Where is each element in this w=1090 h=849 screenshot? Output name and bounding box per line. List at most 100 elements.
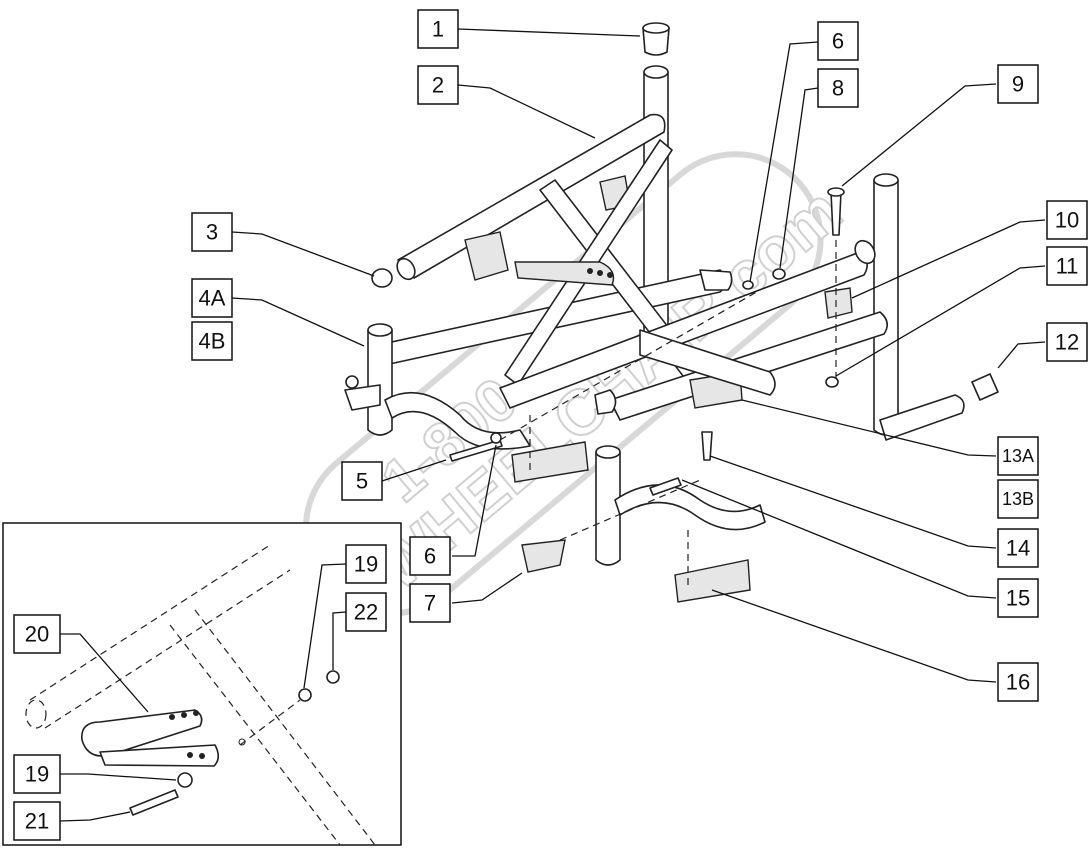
pin-15 bbox=[649, 477, 682, 496]
leader-9 bbox=[841, 83, 997, 187]
svg-text:20: 20 bbox=[25, 622, 49, 647]
leader-1 bbox=[457, 28, 641, 37]
bracket-hole-1 bbox=[587, 268, 593, 274]
washer-front bbox=[490, 432, 502, 444]
leader-5 bbox=[381, 459, 447, 482]
leader-2 bbox=[457, 84, 596, 139]
svg-text:13A: 13A bbox=[1002, 446, 1034, 466]
svg-text:3: 3 bbox=[206, 220, 218, 245]
callout-1: 1 bbox=[417, 9, 459, 49]
callout-21: 21 bbox=[13, 801, 61, 841]
caster-bracket bbox=[521, 539, 566, 573]
inset-bolt bbox=[129, 789, 179, 816]
small-parts bbox=[371, 22, 999, 603]
callout-3: 3 bbox=[191, 212, 233, 252]
svg-text:2: 2 bbox=[432, 73, 444, 98]
svg-text:10: 10 bbox=[1055, 208, 1079, 233]
caster-pin bbox=[345, 375, 359, 389]
left-front-post bbox=[367, 329, 393, 436]
leader-4a bbox=[231, 297, 365, 347]
leader-7 bbox=[451, 572, 523, 604]
svg-text:16: 16 bbox=[1006, 670, 1030, 695]
callout-7: 7 bbox=[409, 583, 451, 623]
axle-tube bbox=[879, 394, 965, 441]
leader-13a bbox=[741, 399, 997, 457]
assembly-line-6 bbox=[499, 289, 761, 441]
inset-dashed-rail bbox=[29, 544, 291, 729]
callout-5: 5 bbox=[341, 461, 383, 501]
inset-hole-4 bbox=[187, 752, 193, 758]
inset-hole-3 bbox=[193, 710, 199, 716]
armrest-socket-left bbox=[464, 231, 509, 281]
inset-bracket-upper bbox=[81, 709, 203, 757]
svg-text:7: 7 bbox=[424, 591, 436, 616]
leader-19b bbox=[60, 773, 177, 781]
post-cap-top bbox=[642, 22, 670, 34]
svg-text:6: 6 bbox=[832, 29, 844, 54]
callout-11: 11 bbox=[1046, 246, 1088, 286]
leader-lines bbox=[59, 28, 1046, 822]
footplate-left bbox=[511, 441, 589, 483]
anti-tip-bracket bbox=[514, 261, 615, 286]
left-rear-post-top bbox=[643, 65, 669, 79]
leader-11 bbox=[835, 265, 1046, 377]
vertical-bolt bbox=[830, 191, 842, 236]
right-front-post bbox=[595, 451, 621, 566]
right-cross-tube bbox=[639, 329, 776, 396]
right-front-post-top bbox=[595, 445, 621, 459]
callout-19-upper: 19 bbox=[345, 544, 387, 584]
svg-text:14: 14 bbox=[1006, 536, 1030, 561]
leader-10 bbox=[851, 219, 1046, 299]
callout-19-lower: 19 bbox=[13, 754, 61, 794]
leader-6b bbox=[452, 444, 497, 557]
callout-10: 10 bbox=[1046, 200, 1088, 240]
inset-hole-1 bbox=[169, 714, 175, 720]
rear-tube-stub bbox=[699, 269, 733, 291]
leader-22 bbox=[332, 611, 347, 670]
svg-text:13B: 13B bbox=[1002, 489, 1034, 509]
detail-inset-border bbox=[2, 522, 402, 846]
svg-text:19: 19 bbox=[354, 552, 378, 577]
callout-20: 20 bbox=[13, 614, 61, 654]
inset-hole-post bbox=[238, 738, 246, 746]
svg-text:5: 5 bbox=[356, 469, 368, 494]
inset-bracket-lower bbox=[99, 744, 220, 767]
svg-text:15: 15 bbox=[1006, 586, 1030, 611]
svg-text:9: 9 bbox=[1012, 72, 1024, 97]
horizontal-bolt bbox=[449, 439, 503, 462]
svg-text:21: 21 bbox=[25, 809, 49, 834]
inset-washer-upper bbox=[298, 688, 312, 702]
inset-dashed-post bbox=[169, 609, 376, 846]
inset-hole-2 bbox=[181, 712, 187, 718]
leader-19a bbox=[303, 563, 347, 689]
svg-text:4A: 4A bbox=[199, 286, 226, 311]
callout-4b: 4B bbox=[191, 321, 233, 361]
nut-8 bbox=[772, 268, 786, 280]
axle-plug bbox=[971, 373, 999, 401]
callout-2: 2 bbox=[417, 65, 459, 105]
short-tube-stub bbox=[594, 389, 617, 415]
bracket-hole-2 bbox=[597, 270, 603, 276]
inset-assembly-line bbox=[239, 699, 301, 746]
leader-16 bbox=[711, 589, 997, 683]
leader-12 bbox=[997, 341, 1046, 369]
leader-21 bbox=[59, 811, 131, 822]
inset-washer-lower bbox=[177, 772, 193, 788]
leader-20 bbox=[60, 633, 149, 713]
seat-rail-end bbox=[396, 257, 416, 281]
seat-clip-right bbox=[824, 287, 853, 319]
seat-rail-upper bbox=[397, 113, 666, 279]
end-plug bbox=[371, 268, 393, 288]
left-front-post-top bbox=[367, 323, 393, 337]
callout-15: 15 bbox=[997, 578, 1039, 618]
svg-text:1: 1 bbox=[432, 17, 444, 42]
callout-14: 14 bbox=[997, 528, 1039, 568]
leader-3 bbox=[231, 231, 375, 277]
callout-6-upper: 6 bbox=[817, 21, 859, 61]
left-side-frame bbox=[344, 65, 733, 450]
right-rear-post-top bbox=[873, 173, 899, 187]
right-rear-post bbox=[873, 179, 899, 436]
leader-15 bbox=[681, 479, 997, 599]
svg-text:8: 8 bbox=[832, 76, 844, 101]
